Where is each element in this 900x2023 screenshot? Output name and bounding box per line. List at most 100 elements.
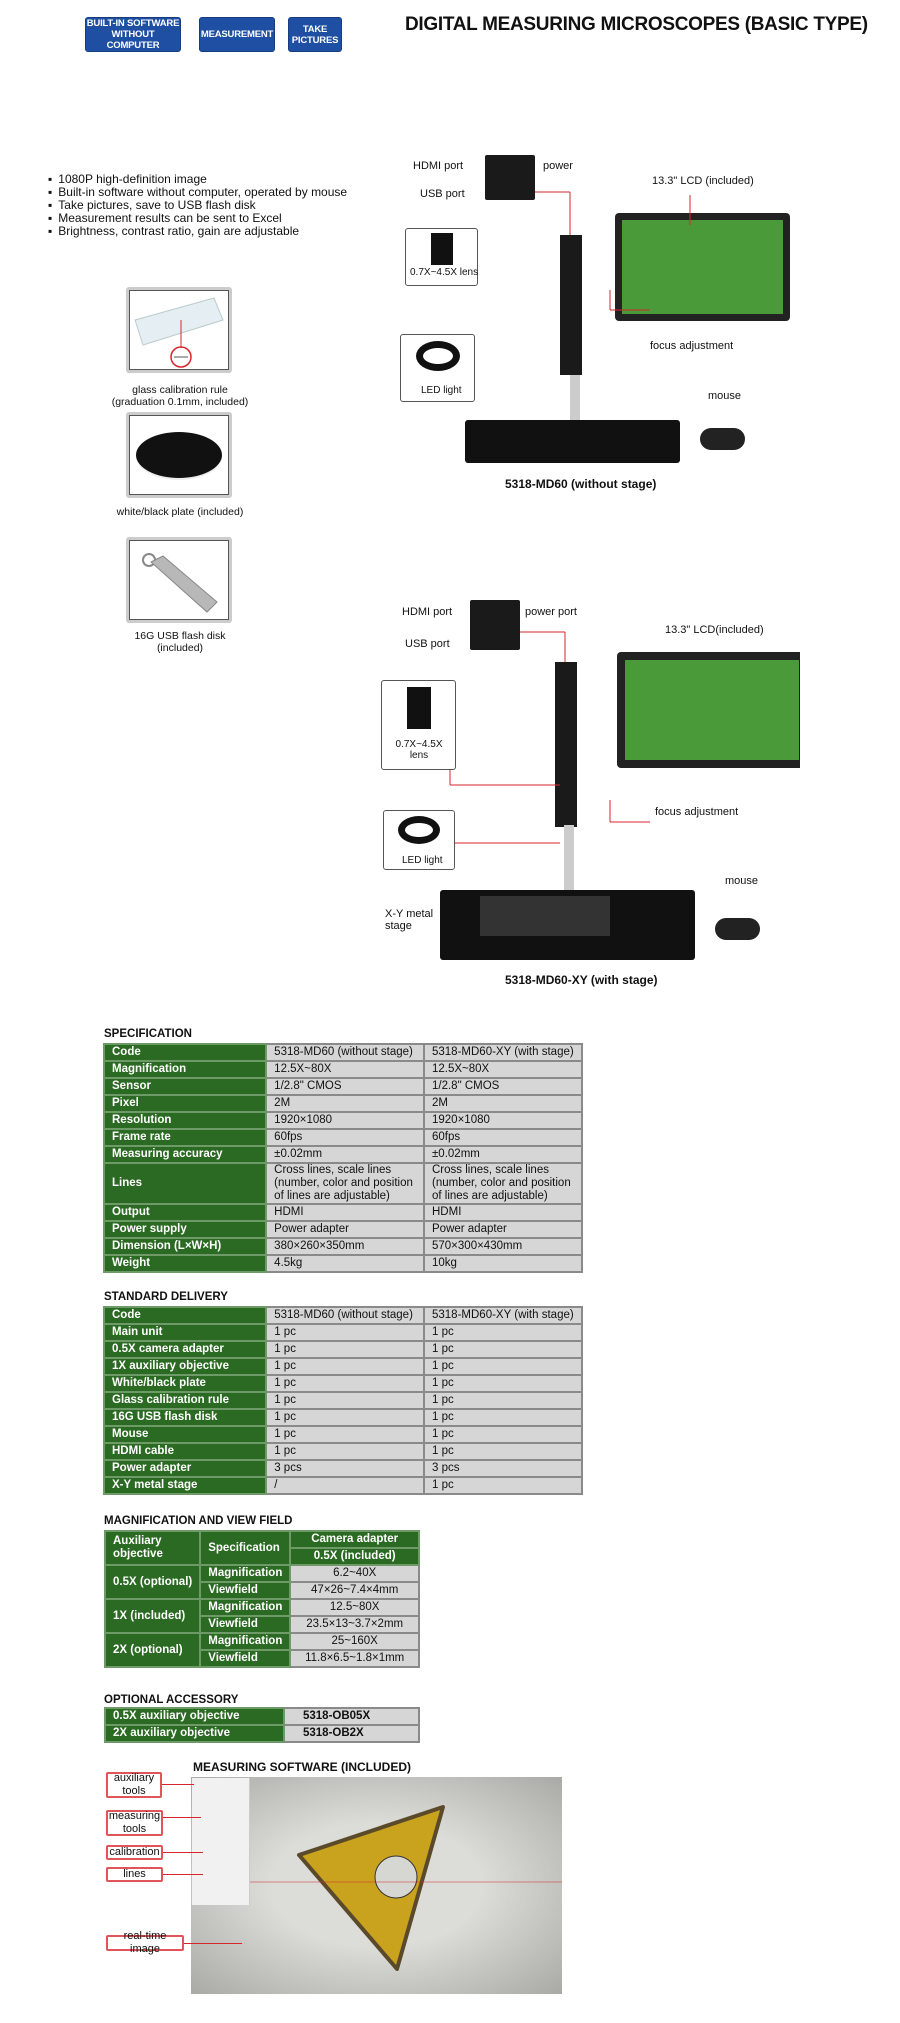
cell-value: 12.5X~80X bbox=[423, 1060, 583, 1079]
model1-caption: 5318-MD60 (without stage) bbox=[505, 477, 657, 491]
row-label: Weight bbox=[102, 1254, 268, 1273]
row-label: Lines bbox=[102, 1162, 268, 1205]
hdmi-port-label: HDMI port bbox=[402, 606, 453, 618]
mag-label: Magnification bbox=[199, 1632, 292, 1651]
callout-auxiliary-tools: auxiliary tools bbox=[106, 1772, 162, 1798]
lcd-label: 13.3" LCD (included) bbox=[652, 175, 754, 187]
header-aux: Auxiliary objective bbox=[103, 1530, 202, 1566]
usb-disk-label: 16G USB flash disk (included) bbox=[134, 630, 226, 654]
row-label: Glass calibration rule bbox=[102, 1391, 268, 1410]
row-label: Main unit bbox=[102, 1323, 268, 1342]
stage-label: X-Y metal stage bbox=[385, 908, 434, 932]
row-label: X-Y metal stage bbox=[102, 1476, 268, 1495]
table-row: X-Y metal stage/1 pc bbox=[102, 1476, 583, 1495]
lens-photo: 0.7X~4.5X lens bbox=[381, 680, 456, 770]
usb-port-label: USB port bbox=[420, 188, 465, 200]
optional-title: OPTIONAL ACCESSORY bbox=[104, 1694, 239, 1706]
tag-built-in-software: BUILT-IN SOFTWARE WITHOUT COMPUTER bbox=[85, 17, 181, 52]
spec-title: SPECIFICATION bbox=[104, 1028, 192, 1040]
cell-value: 1 pc bbox=[423, 1374, 583, 1393]
feature-item: Take pictures, save to USB flash disk bbox=[48, 199, 347, 212]
software-screenshot bbox=[191, 1777, 562, 1994]
mag-value: 6.2~40X bbox=[289, 1564, 420, 1583]
magnification-title: MAGNIFICATION AND VIEW FIELD bbox=[104, 1515, 293, 1527]
page-title: DIGITAL MEASURING MICROSCOPES (BASIC TYP… bbox=[405, 14, 868, 35]
optional-code: 5318-OB2X bbox=[283, 1724, 420, 1743]
vf-value: 11.8×6.5~1.8×1mm bbox=[289, 1649, 420, 1668]
cell-value: Cross lines, scale lines (number, color … bbox=[265, 1162, 425, 1205]
mag-label: Magnification bbox=[199, 1564, 292, 1583]
hdmi-port-label: HDMI port bbox=[413, 160, 464, 172]
row-label: Sensor bbox=[102, 1077, 268, 1096]
cell-value: / bbox=[265, 1476, 425, 1495]
lens-photo: 0.7X~4.5X lens bbox=[405, 228, 478, 286]
feature-item: 1080P high-definition image bbox=[48, 173, 347, 186]
mouse-label: mouse bbox=[725, 875, 759, 887]
header-camera: Camera adapter bbox=[289, 1530, 420, 1549]
cell-value: 1 pc bbox=[423, 1323, 583, 1342]
cell-value: 1 pc bbox=[265, 1374, 425, 1393]
row-label: 1X auxiliary objective bbox=[102, 1357, 268, 1376]
cell-value: HDMI bbox=[423, 1203, 583, 1222]
cell-value: 1 pc bbox=[423, 1425, 583, 1444]
cell-value: 60fps bbox=[423, 1128, 583, 1147]
cell-value: 1 pc bbox=[265, 1357, 425, 1376]
row-label: Power supply bbox=[102, 1220, 268, 1239]
cell-value: 10kg bbox=[423, 1254, 583, 1273]
callout-lines: lines bbox=[106, 1867, 163, 1882]
plate-photo bbox=[126, 412, 232, 498]
tag-take-pictures: TAKE PICTURES bbox=[288, 17, 342, 52]
optional-item: 2X auxiliary objective bbox=[104, 1724, 285, 1743]
objective-cell: 1X (included) bbox=[103, 1598, 202, 1634]
cell-value: 1 pc bbox=[265, 1442, 425, 1461]
cell-value: 2M bbox=[265, 1094, 425, 1113]
cell-value: 1/2.8" CMOS bbox=[265, 1077, 425, 1096]
row-label: Code bbox=[102, 1043, 268, 1062]
cell-value: 1 pc bbox=[265, 1340, 425, 1359]
delivery-title: STANDARD DELIVERY bbox=[104, 1291, 228, 1303]
optional-code: 5318-OB05X bbox=[283, 1707, 420, 1726]
vf-label: Viewfield bbox=[199, 1649, 292, 1668]
cell-value: Cross lines, scale lines (number, color … bbox=[423, 1162, 583, 1205]
power-label: power bbox=[543, 160, 573, 172]
power-port-label: power port bbox=[525, 606, 577, 618]
tag-measurement: MEASUREMENT bbox=[199, 17, 275, 52]
cell-value: 1920×1080 bbox=[265, 1111, 425, 1130]
vf-label: Viewfield bbox=[199, 1581, 292, 1600]
callout-measuring-tools: measuring tools bbox=[106, 1810, 163, 1836]
row-label: Power adapter bbox=[102, 1459, 268, 1478]
cell-value: 1 pc bbox=[265, 1408, 425, 1427]
cell-value: 1/2.8" CMOS bbox=[423, 1077, 583, 1096]
cell-value: ±0.02mm bbox=[423, 1145, 583, 1164]
lens-label: 0.7X~4.5X lens bbox=[395, 739, 443, 761]
cell-value: HDMI bbox=[265, 1203, 425, 1222]
callout-calibration: calibration bbox=[106, 1845, 163, 1860]
callout-real-time-image: real-time image bbox=[106, 1930, 184, 1955]
row-label: White/black plate bbox=[102, 1374, 268, 1393]
led-photo: LED light bbox=[400, 334, 475, 402]
microscope-illustration bbox=[465, 155, 790, 463]
cell-value: 3 pcs bbox=[265, 1459, 425, 1478]
header-spec: Specification bbox=[199, 1530, 292, 1566]
mag-value: 12.5~80X bbox=[289, 1598, 420, 1617]
cell-value: 1 pc bbox=[265, 1323, 425, 1342]
objective-cell: 2X (optional) bbox=[103, 1632, 202, 1668]
cell-value: 5318-MD60-XY (with stage) bbox=[423, 1043, 583, 1062]
microscope-xy-illustration bbox=[440, 600, 800, 960]
tool-panel[interactable] bbox=[192, 1778, 250, 1905]
workpiece-image bbox=[246, 1805, 562, 1971]
